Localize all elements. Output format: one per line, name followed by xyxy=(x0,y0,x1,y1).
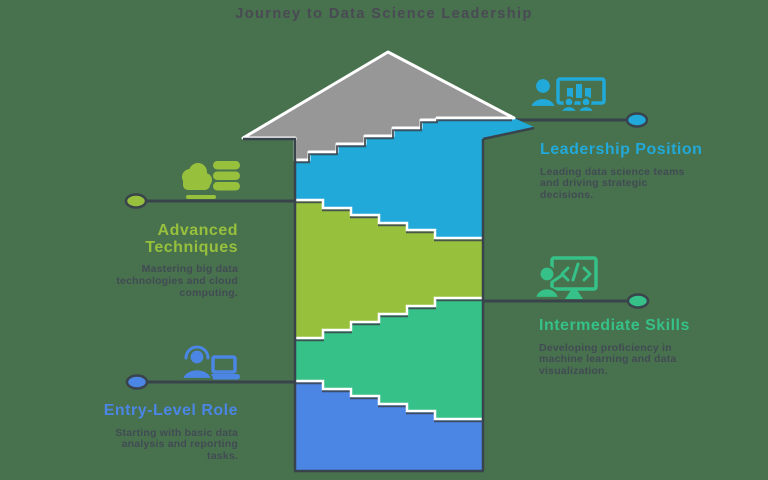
stage-title-leadership: Leadership Position xyxy=(540,141,703,158)
stage-block-entry: Entry-Level Role Starting with basic dat… xyxy=(40,402,238,463)
connector-dot-intermediate xyxy=(626,293,650,309)
stage-description-leadership: Leading data science teams and driving s… xyxy=(540,165,685,202)
stage-title-advanced: Advanced Techniques xyxy=(145,222,238,256)
arrow-outline xyxy=(243,126,535,473)
stage-block-advanced: Advanced Techniques Mastering big data t… xyxy=(40,222,238,299)
team-presentation-chart-icon xyxy=(528,76,606,114)
stair-light-intermediate xyxy=(295,296,483,340)
stage-band-advanced xyxy=(295,200,483,338)
stage-title-entry: Entry-Level Role xyxy=(103,402,238,419)
stair-light-advanced xyxy=(295,198,483,240)
stage-band-entry xyxy=(295,381,483,470)
stage-block-leadership: Leadership Position Leading data science… xyxy=(540,141,758,202)
arrow-body xyxy=(241,50,534,470)
stage-band-leadership xyxy=(295,118,534,238)
connector-dot-advanced xyxy=(124,193,148,209)
connector-dot-entry xyxy=(125,374,149,390)
stair-shadow-leadership xyxy=(295,119,512,164)
stage-description-entry: Starting with basic data analysis and re… xyxy=(115,426,238,463)
stage-title-intermediate: Intermediate Skills xyxy=(539,317,690,334)
stage-description-advanced: Mastering big data technologies and clou… xyxy=(116,263,238,299)
presenter-code-screen-icon xyxy=(533,256,598,300)
cloud-database-icon xyxy=(182,161,240,199)
page-title: Journey to Data Science Leadership xyxy=(235,6,533,22)
stage-block-intermediate: Intermediate Skills Developing proficien… xyxy=(539,317,757,378)
connector-dot-leadership xyxy=(625,112,649,128)
headset-agent-laptop-icon xyxy=(180,345,240,381)
stage-description-intermediate: Developing proficiency in machine learni… xyxy=(539,341,677,378)
stair-light-entry xyxy=(295,379,483,421)
stair-edges xyxy=(295,119,512,423)
